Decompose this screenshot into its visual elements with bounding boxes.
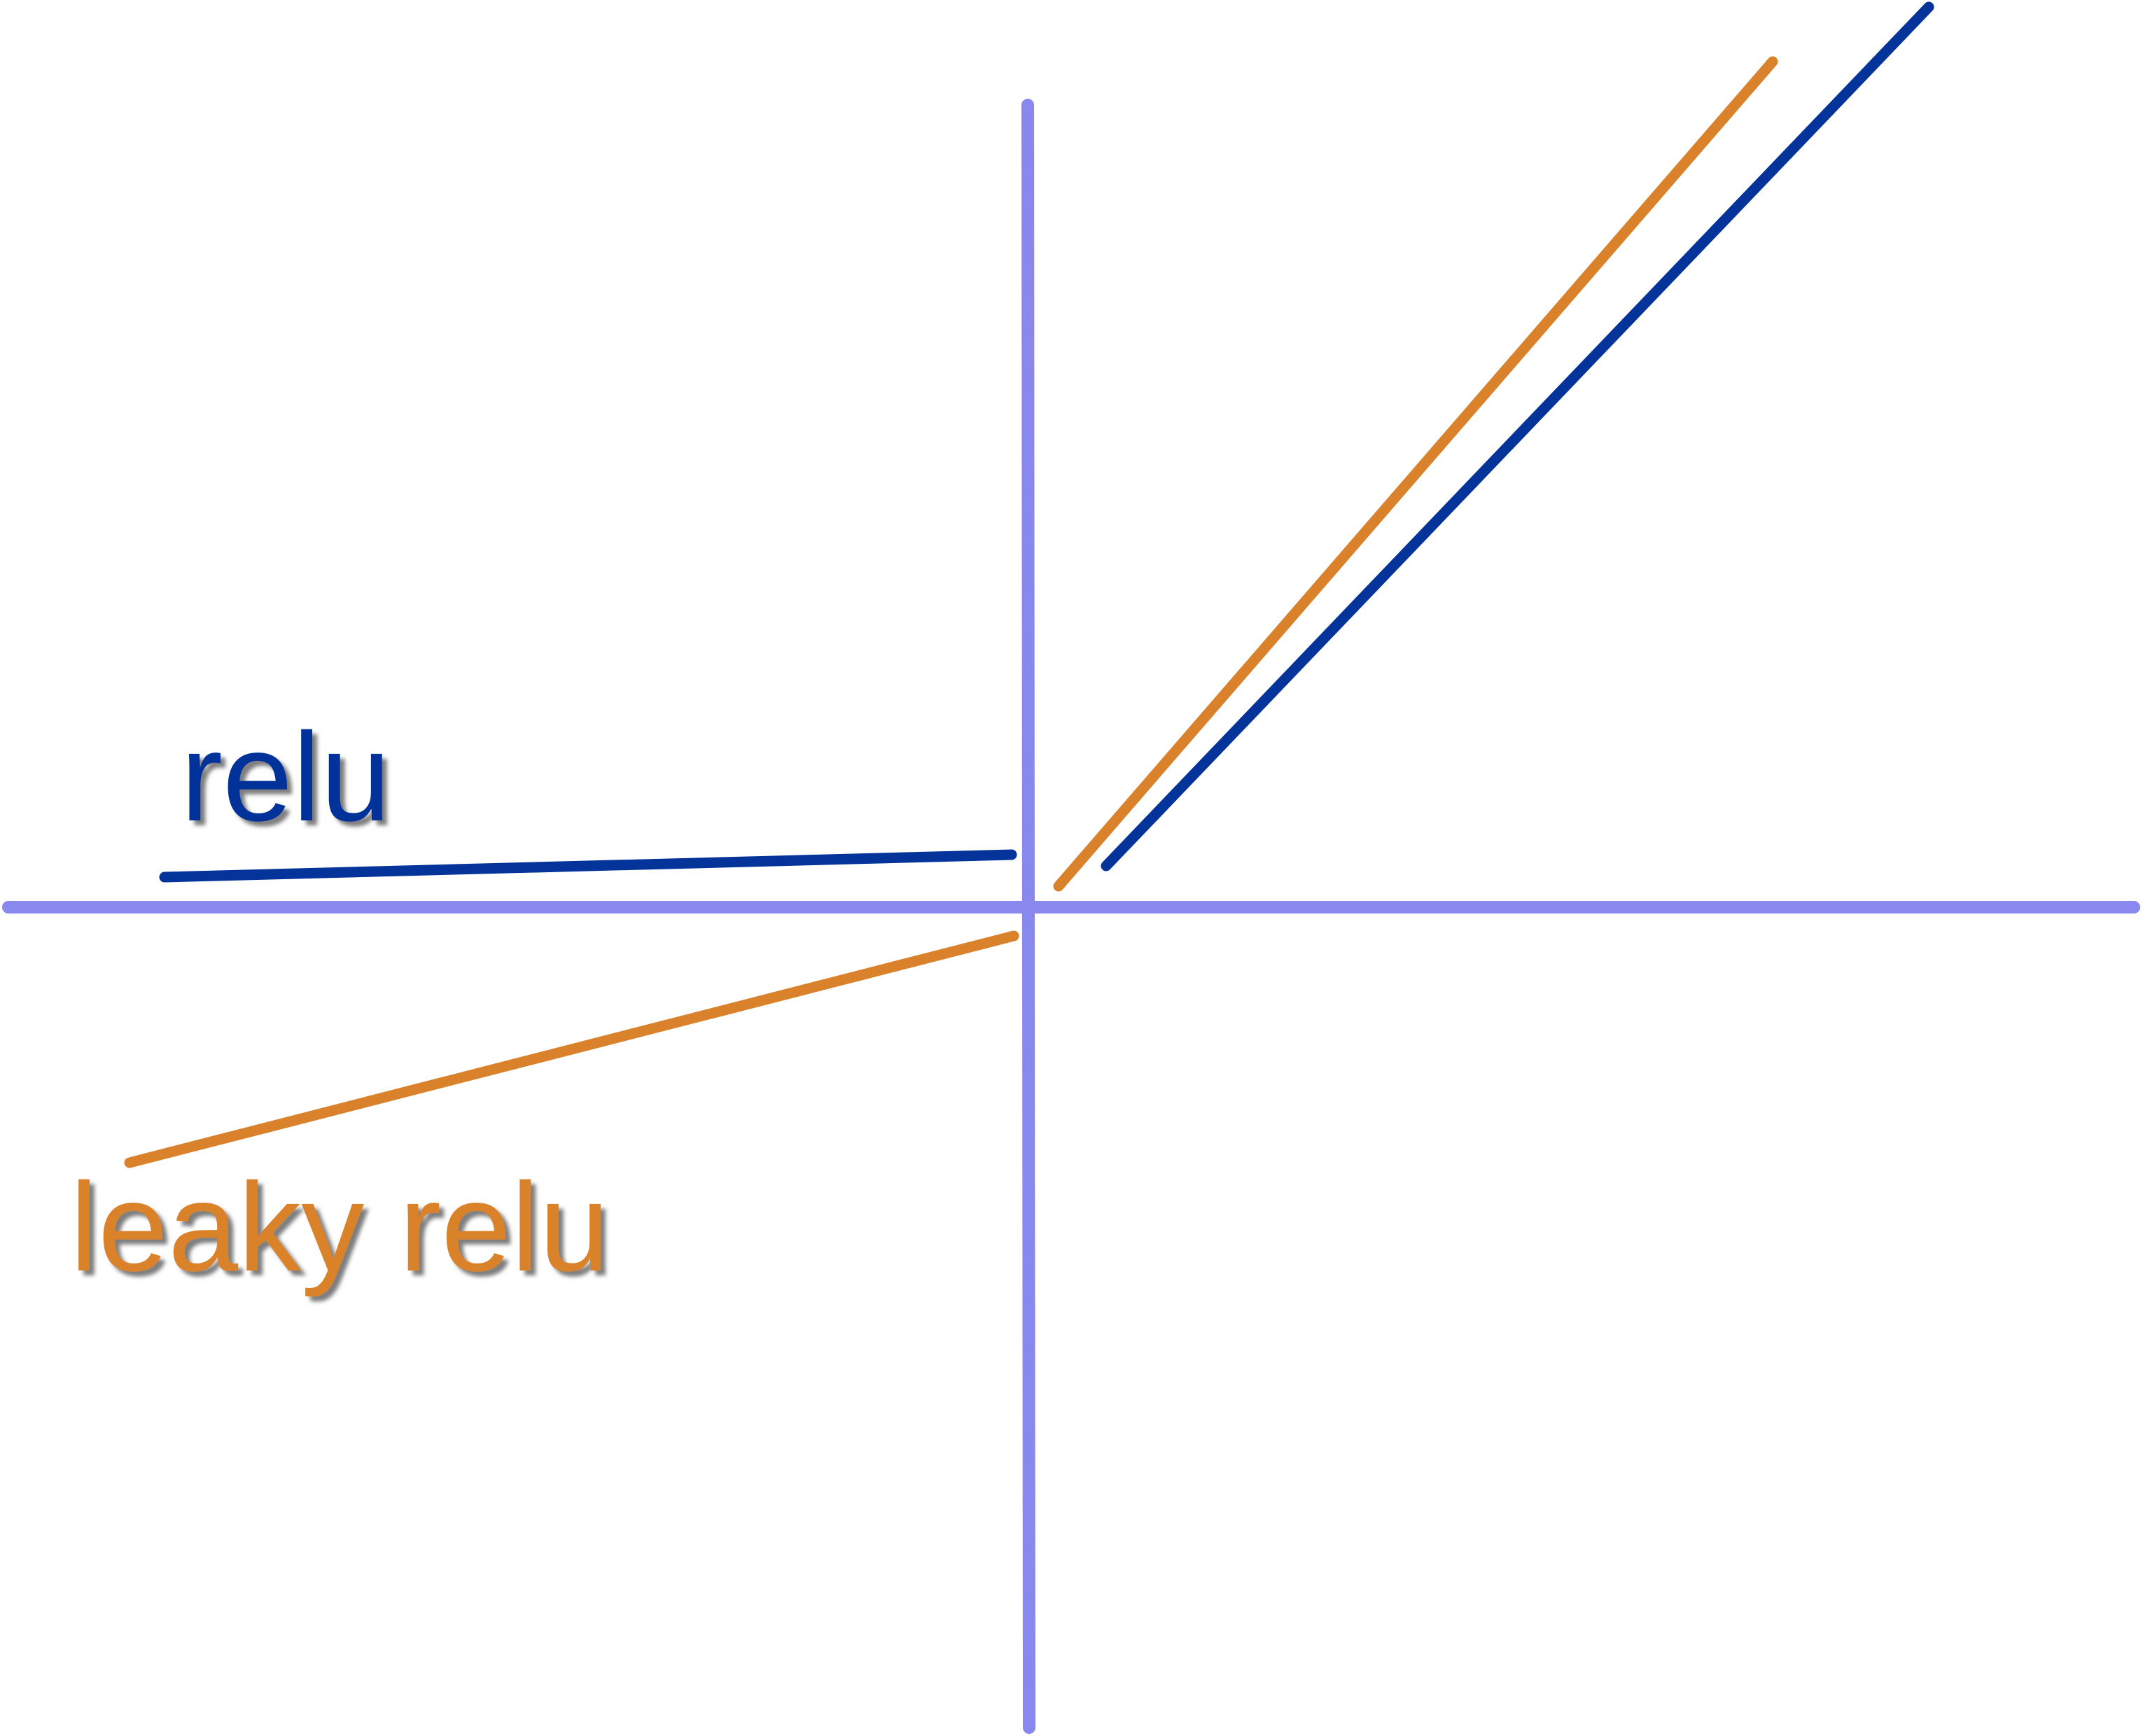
leaky-relu-negative-segment	[124, 930, 1019, 1168]
relu-label: relu	[181, 707, 391, 848]
relu-negative-segment	[159, 849, 1017, 883]
relu-positive-segment	[1101, 1, 1934, 872]
leaky-relu-label: leaky relu	[70, 1157, 609, 1298]
leaky-relu-positive-segment	[1053, 56, 1778, 892]
y-axis	[1021, 99, 1035, 1734]
